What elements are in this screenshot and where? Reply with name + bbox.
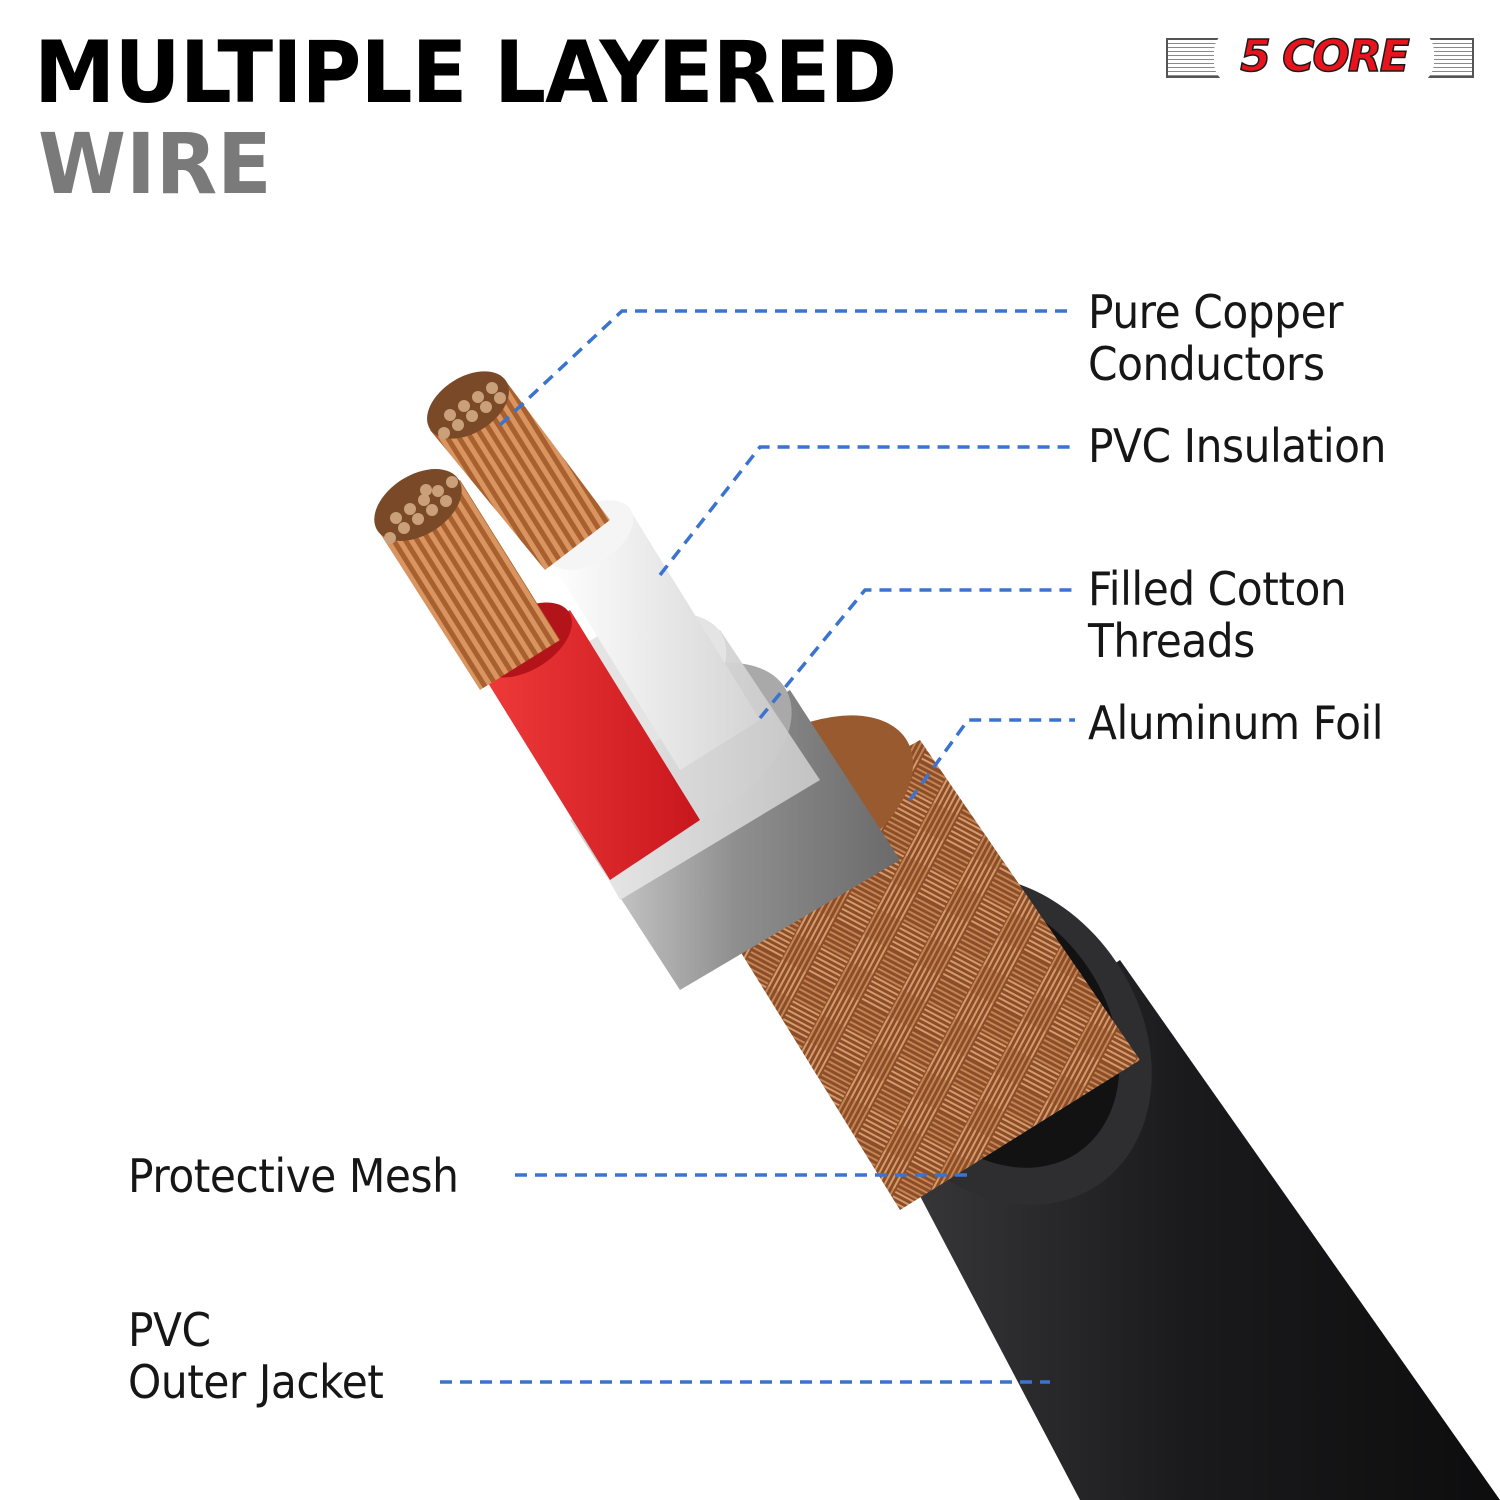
- title-line-1: MULTIPLE LAYERED: [34, 23, 897, 123]
- callout-text: Protective Mesh: [128, 1149, 459, 1203]
- callout-filled-cotton: Filled Cotton Threads: [1088, 562, 1347, 668]
- copper-strands-front: [374, 469, 560, 690]
- callout-text: Outer Jacket: [128, 1355, 384, 1409]
- brand-logo: 5 CORE: [1166, 28, 1474, 86]
- logo-text: 5 CORE: [1214, 28, 1434, 86]
- callout-aluminum-foil: Aluminum Foil: [1088, 696, 1384, 750]
- callout-pure-copper: Pure Copper Conductors: [1088, 285, 1344, 391]
- callout-text: Conductors: [1088, 337, 1325, 391]
- callout-text: Pure Copper: [1088, 285, 1344, 339]
- title-line-2: WIRE: [38, 115, 272, 213]
- callout-pvc-outer-jacket: PVC Outer Jacket: [128, 1303, 384, 1409]
- leader-lines: [440, 309, 1075, 1384]
- leader-pure-copper: [498, 309, 1075, 427]
- leader-aluminum-foil: [908, 718, 1075, 802]
- callout-text: Aluminum Foil: [1088, 696, 1384, 750]
- copper-strands-back: [427, 371, 610, 570]
- leader-filled-cotton: [758, 588, 1075, 720]
- callout-protective-mesh: Protective Mesh: [128, 1149, 459, 1203]
- leader-pvc-insulation: [658, 445, 1075, 577]
- callout-text: PVC: [128, 1303, 211, 1357]
- callout-pvc-insulation: PVC Insulation: [1088, 420, 1386, 472]
- callout-text: Filled Cotton: [1088, 562, 1347, 616]
- callout-text: Threads: [1088, 614, 1255, 668]
- callout-text: PVC Insulation: [1088, 419, 1386, 473]
